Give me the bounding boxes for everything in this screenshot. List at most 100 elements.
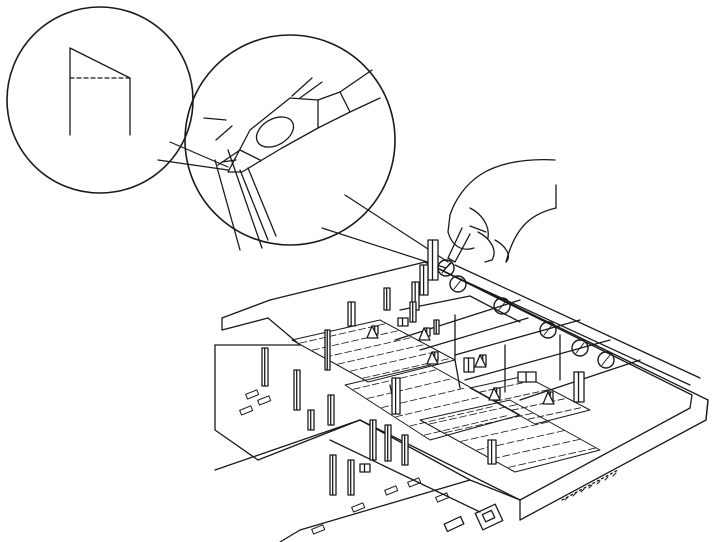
vent-slot xyxy=(485,406,493,409)
vent-slot xyxy=(456,412,465,416)
vent-slot xyxy=(529,404,538,407)
vent-slot xyxy=(358,327,366,331)
vent-slot xyxy=(348,330,356,333)
vent-slot xyxy=(379,362,388,365)
vent-slot xyxy=(490,417,498,420)
vent-slot xyxy=(376,353,385,356)
power-connector xyxy=(443,503,504,533)
vent-slot xyxy=(393,339,401,343)
vent-slot xyxy=(344,350,352,354)
vent-slot xyxy=(381,405,389,408)
vent-slot xyxy=(418,353,427,357)
vent-slot xyxy=(438,417,446,420)
vent-slot xyxy=(428,394,437,397)
vent-slot xyxy=(470,437,479,440)
vent-slot xyxy=(490,432,499,436)
vent-slot xyxy=(414,385,422,388)
cut-point-mark xyxy=(453,278,463,290)
vent-slot xyxy=(496,443,505,446)
vent-slot xyxy=(401,367,410,370)
vent-slot xyxy=(429,422,437,425)
vent-slot xyxy=(362,376,371,379)
standoff xyxy=(474,354,487,368)
cut-point xyxy=(493,297,511,315)
cut-line-detail-callout xyxy=(6,6,229,194)
vent-slot xyxy=(382,371,390,375)
vent-slot xyxy=(381,380,389,383)
vent-slot xyxy=(439,419,447,423)
vent-slot xyxy=(440,358,449,361)
cut-point-mark xyxy=(575,342,585,354)
vent-slot xyxy=(479,410,487,414)
vent-slot xyxy=(499,406,507,409)
vent-slot xyxy=(546,432,555,435)
vent-slot xyxy=(538,458,546,462)
wire-cutter-icon xyxy=(203,69,381,173)
vent-slot xyxy=(390,330,398,333)
cut-point xyxy=(539,321,557,339)
vent-slot xyxy=(504,417,513,420)
vent-slot xyxy=(395,414,404,418)
vent-slot xyxy=(526,436,535,440)
cutter-closeup-callout xyxy=(184,34,449,269)
vent-slot xyxy=(337,362,346,365)
vent-slot xyxy=(512,452,521,455)
vent-slot xyxy=(556,430,565,433)
standoff xyxy=(366,325,379,339)
vent-slot xyxy=(414,410,422,413)
vent-slot xyxy=(367,396,375,399)
vent-slot xyxy=(464,426,473,429)
vent-slot xyxy=(524,412,533,416)
posts xyxy=(261,239,585,496)
vent-slot xyxy=(372,373,381,377)
vent-slot xyxy=(504,397,512,400)
vent-slot xyxy=(557,398,565,401)
vent-slot xyxy=(452,426,460,429)
vent-slot xyxy=(494,419,503,422)
vent-slot xyxy=(548,456,556,459)
hand-holding-cutter xyxy=(443,159,557,271)
vent-slot xyxy=(522,393,531,396)
vent-slot xyxy=(484,421,493,425)
vent-slot xyxy=(475,408,484,411)
vent-slot xyxy=(502,454,511,457)
vent-slot xyxy=(338,332,347,335)
vent-slot xyxy=(489,408,497,412)
vent-slot xyxy=(474,424,483,427)
vent-slot xyxy=(386,351,394,354)
vent-slot xyxy=(389,360,397,363)
front-slot xyxy=(239,405,254,416)
vent-slot xyxy=(442,378,451,382)
vent-slot xyxy=(428,419,437,422)
vent-slot xyxy=(532,391,540,394)
vent-slot xyxy=(537,415,545,418)
vent-slot xyxy=(359,366,368,370)
vent-slot xyxy=(423,383,432,386)
vent-slot xyxy=(356,357,365,361)
vent-slot xyxy=(530,423,539,427)
vent-slot xyxy=(408,355,417,359)
vent-slot xyxy=(513,395,521,398)
front-slot xyxy=(435,492,450,503)
vent-slot xyxy=(573,407,581,410)
vent-slot xyxy=(514,415,523,418)
vent-slot xyxy=(447,415,455,418)
vent-slot xyxy=(459,415,467,418)
vent-slot xyxy=(552,443,561,446)
cut-point xyxy=(571,339,589,357)
vent-slot xyxy=(447,390,455,393)
vent-slot xyxy=(461,424,470,427)
vent-slot xyxy=(508,465,516,468)
vent-slot xyxy=(433,380,441,384)
vent-slot xyxy=(433,405,441,409)
vent-slot xyxy=(527,417,536,420)
vent-slot xyxy=(444,430,453,434)
vent-slot xyxy=(423,433,432,436)
front-slot xyxy=(384,485,399,496)
vent-slot xyxy=(460,439,469,442)
vent-slot xyxy=(555,411,563,414)
vent-slot xyxy=(334,352,343,356)
vent-slot xyxy=(511,408,519,411)
standoff xyxy=(418,327,431,341)
